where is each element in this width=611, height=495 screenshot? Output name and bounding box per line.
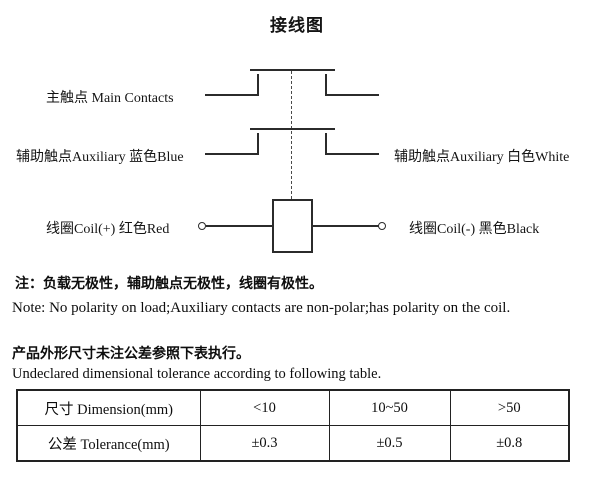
tolerance-value-cell: ±0.3 bbox=[199, 425, 330, 462]
linkage-dashed-line bbox=[291, 71, 292, 199]
aux-left-label: 辅助触点Auxiliary 蓝色Blue bbox=[16, 150, 184, 165]
coil-positive-terminal bbox=[198, 222, 206, 230]
aux-contact-right-post bbox=[325, 133, 327, 155]
aux-contact-left-lead bbox=[205, 153, 259, 155]
coil-left-lead bbox=[206, 225, 272, 227]
dimension-header-cell: 尺寸 Dimension(mm) bbox=[16, 389, 201, 426]
table-row: 尺寸 Dimension(mm) <10 10~50 >50 bbox=[16, 389, 570, 426]
aux-contact-left-post bbox=[257, 133, 259, 155]
dimension-range-cell: >50 bbox=[449, 389, 570, 426]
dimension-range-cell: 10~50 bbox=[328, 389, 451, 426]
aux-contact-bridge-line bbox=[250, 128, 335, 130]
coil-negative-terminal bbox=[378, 222, 386, 230]
tolerance-note-cn: 产品外形尺寸未注公差参照下表执行。 bbox=[12, 345, 250, 361]
polarity-note-cn: 注：负载无极性，辅助触点无极性，线圈有极性。 bbox=[15, 275, 323, 291]
tolerance-value-cell: ±0.5 bbox=[328, 425, 451, 462]
main-contact-left-post bbox=[257, 74, 259, 96]
main-contacts-label: 主触点 Main Contacts bbox=[46, 91, 174, 106]
tolerance-value-cell: ±0.8 bbox=[449, 425, 570, 462]
coil-box bbox=[272, 199, 313, 253]
main-contact-right-post bbox=[325, 74, 327, 96]
coil-negative-label: 线圈Coil(-) 黑色Black bbox=[409, 222, 540, 237]
main-contact-right-lead bbox=[325, 94, 379, 96]
coil-positive-label: 线圈Coil(+) 红色Red bbox=[46, 222, 170, 237]
coil-right-lead bbox=[313, 225, 379, 227]
tolerance-note-en: Undeclared dimensional tolerance accordi… bbox=[12, 366, 382, 382]
main-contact-left-lead bbox=[205, 94, 259, 96]
tolerance-header-cell: 公差 Tolerance(mm) bbox=[16, 425, 201, 462]
aux-right-label: 辅助触点Auxiliary 白色White bbox=[394, 150, 570, 165]
dimension-range-cell: <10 bbox=[199, 389, 330, 426]
tolerance-table: 尺寸 Dimension(mm) <10 10~50 >50 公差 Tolera… bbox=[16, 389, 570, 462]
page-title: 接线图 bbox=[270, 16, 324, 35]
table-row: 公差 Tolerance(mm) ±0.3 ±0.5 ±0.8 bbox=[16, 425, 570, 462]
polarity-note-en: Note: No polarity on load;Auxiliary cont… bbox=[12, 300, 511, 316]
aux-contact-right-lead bbox=[325, 153, 379, 155]
main-contact-bridge-line bbox=[250, 69, 335, 71]
